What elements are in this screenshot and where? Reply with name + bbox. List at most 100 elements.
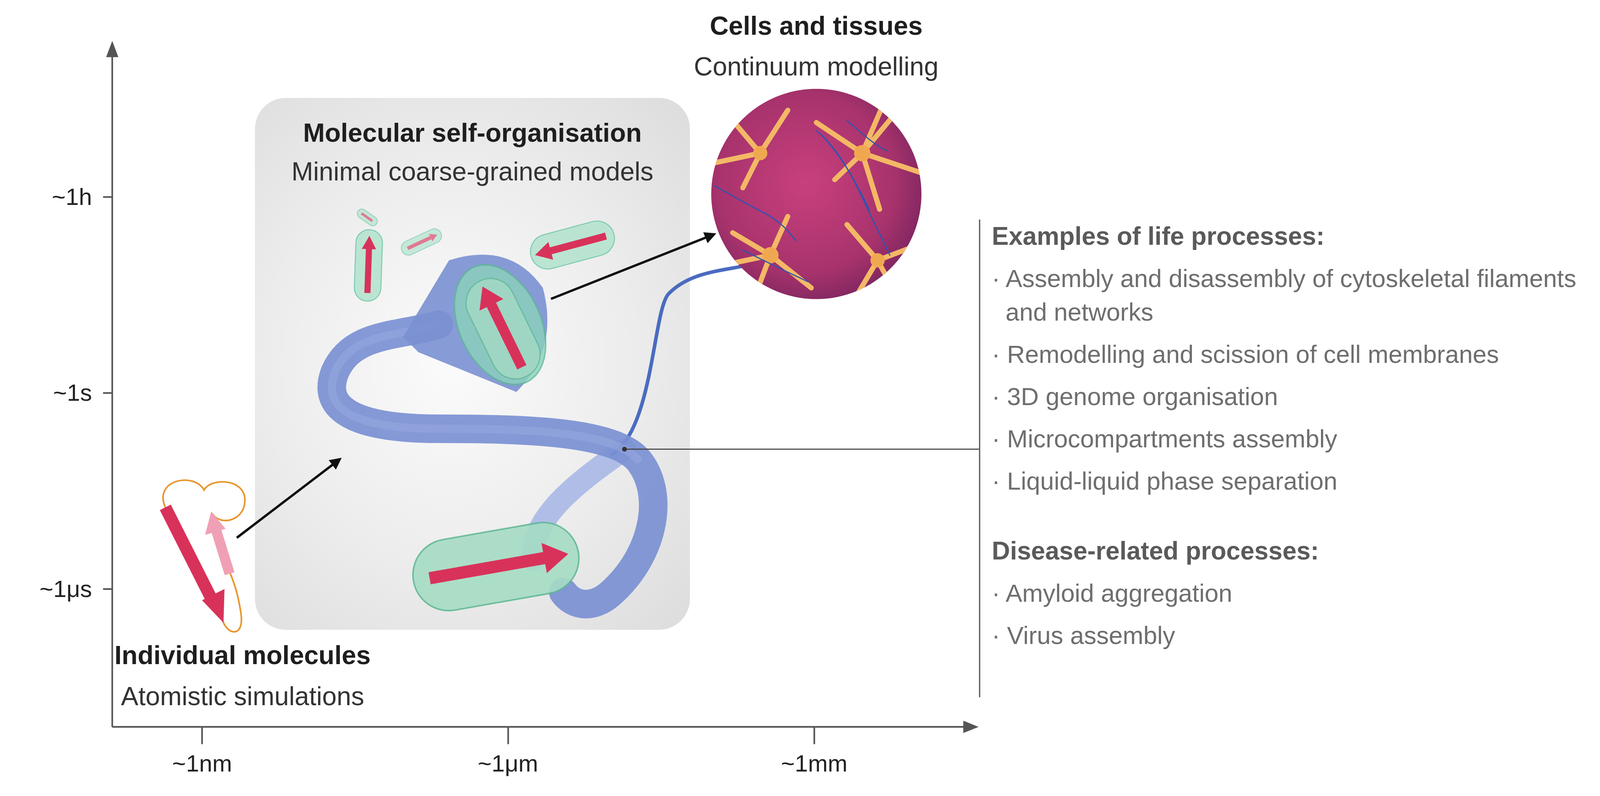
fibre-part <box>532 449 625 560</box>
tissue-circle-part-part-part <box>846 224 924 302</box>
axis-tick-label: ~1s <box>53 378 92 407</box>
node-heading: Molecular self-organisation <box>303 114 642 151</box>
axis-tick-label: ~1nm <box>172 749 233 778</box>
hairpin-molecule <box>162 479 245 632</box>
protein-capsules-part <box>354 229 383 302</box>
node-subtitle: Atomistic simulations <box>121 678 365 714</box>
list-item: · Remodelling and scission of cell membr… <box>991 337 1592 371</box>
fibre-part <box>612 261 761 455</box>
tissue-circle-part <box>712 93 924 302</box>
tissue-circle-part-part-part <box>712 110 788 188</box>
axes <box>103 55 966 744</box>
protein-capsules-part-part <box>407 516 585 617</box>
list-item: · Virus assembly <box>991 618 1592 652</box>
axis-arrowheads-part <box>106 40 119 57</box>
leader-line-part <box>624 448 980 450</box>
fibre <box>331 261 761 604</box>
tissue-circle-part <box>711 88 922 300</box>
protein-capsules-part-part <box>490 302 522 368</box>
arrow-connector <box>236 459 340 538</box>
protein-capsules-part-part <box>429 557 547 579</box>
axis-label-holder: ~1μm <box>477 749 539 778</box>
fibre-part <box>331 324 654 604</box>
list-item: · Microcompartments assembly <box>991 421 1592 456</box>
tissue-circle-part-part-part <box>854 144 871 162</box>
protein-capsules-part-part <box>541 538 572 573</box>
hairpin-molecule-part <box>202 588 225 623</box>
illustration-group <box>103 40 980 744</box>
tissue-circle-part-part-part <box>846 120 888 152</box>
hairpin-molecule-part <box>162 479 245 521</box>
protein-capsules-part <box>457 269 549 387</box>
axes-part <box>112 725 965 728</box>
protein-capsules-part-part <box>354 229 383 302</box>
leader-line-part <box>622 446 627 452</box>
protein-capsules-part <box>355 207 380 228</box>
node-subtitle: Minimal coarse-grained models <box>291 153 654 190</box>
protein-capsules-part-part <box>548 236 607 252</box>
protein-capsules-part-part <box>367 247 370 293</box>
axis-tick-label: ~1μm <box>477 749 539 778</box>
protein-capsules-part-part <box>355 207 380 228</box>
list-item: · Assembly and disassembly of cytoskelet… <box>991 261 1592 329</box>
node-heading: Individual molecules <box>114 637 371 673</box>
protein-capsules-part-part <box>399 226 445 258</box>
protein-capsules-part <box>526 217 619 273</box>
list-heading: Disease-related processes: <box>991 533 1592 568</box>
protein-capsules-part-part <box>361 235 377 250</box>
protein-capsules-part-part <box>457 269 549 387</box>
axis-tick-label: ~1μs <box>39 574 92 604</box>
axis-label-holder: ~1mm <box>781 749 848 778</box>
protein-capsules <box>354 207 619 617</box>
protein-capsules-part <box>399 226 445 258</box>
hairpin-molecule-part <box>222 571 242 632</box>
self-organisation-box: Molecular self-organisationMinimal coars… <box>254 97 690 630</box>
axis-arrowheads <box>106 40 979 733</box>
tissue-circle-part-part-part <box>714 185 797 242</box>
tissue-circle-part-part <box>753 144 885 268</box>
node-heading: Cells and tissues <box>709 7 923 44</box>
protein-capsules-part-part <box>429 230 439 242</box>
axes-part <box>111 55 113 727</box>
hairpin-molecule-part <box>205 511 226 535</box>
hairpin-molecule-part <box>165 507 214 602</box>
list-item: · 3D genome organisation <box>991 379 1592 414</box>
protein-capsules-part-part <box>532 241 554 265</box>
protein-capsules-part-part <box>407 237 431 249</box>
axes-part <box>103 196 113 589</box>
node-subtitle: Continuum modelling <box>693 48 939 85</box>
tissue-circle-part-part <box>714 120 890 282</box>
tissue-circle-part-part-part <box>762 247 779 264</box>
tissue-circle-part-part-part <box>816 130 890 255</box>
list-item: · Liquid-liquid phase separation <box>991 464 1592 498</box>
list-heading: Examples of life processes: <box>991 219 1592 253</box>
fibre-part <box>331 324 638 460</box>
axis-label-holder: ~1h <box>51 182 92 212</box>
axis-label-holder: ~1nm <box>172 749 233 778</box>
leader-line-part <box>979 219 981 697</box>
fibre-cone <box>402 249 564 400</box>
axes-part <box>202 726 815 744</box>
axis-tick-label: ~1mm <box>781 749 848 778</box>
list-item: · Amyloid aggregation <box>991 576 1592 610</box>
tissue-circle-part-part-part <box>712 216 812 302</box>
axis-tick-label: ~1h <box>51 182 92 212</box>
tissue-circle-part-part <box>712 93 924 302</box>
examples-panel: Examples of life processes: · Assembly an… <box>991 219 1592 652</box>
tissue-scale-node: Cells and tissuesContinuum modelling <box>670 7 962 308</box>
tissue-circle-part-part-part <box>821 134 870 210</box>
tissue-circle-part-part-part <box>870 252 885 268</box>
arrow-connector <box>550 234 715 299</box>
protein-capsules-part-part <box>470 280 504 311</box>
fibre-cone-part <box>436 249 564 400</box>
axis-arrowheads-part <box>963 720 979 733</box>
protein-capsules-part-part <box>526 217 619 273</box>
fibre-cone-part <box>402 254 548 392</box>
tissue-circle-part-part-part <box>753 146 768 161</box>
protein-capsules-part <box>407 516 585 617</box>
